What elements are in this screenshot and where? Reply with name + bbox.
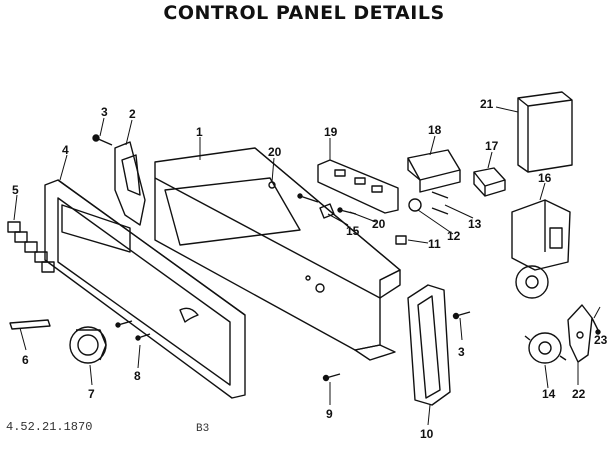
callout-21: 21 bbox=[480, 97, 494, 111]
part-screw-8 bbox=[115, 320, 151, 341]
callout-14: 14 bbox=[542, 387, 556, 401]
part-bracket bbox=[114, 141, 146, 226]
leader-lines bbox=[13, 106, 601, 426]
part-end-cap bbox=[407, 284, 451, 406]
callout-3-upper: 3 bbox=[101, 105, 108, 119]
part-screw-lower bbox=[452, 311, 471, 320]
part-small-lever bbox=[297, 193, 335, 219]
callout-1: 1 bbox=[196, 125, 203, 139]
part-timer-cover bbox=[517, 91, 573, 173]
callout-4: 4 bbox=[62, 143, 69, 157]
callout-2: 2 bbox=[129, 107, 136, 121]
callout-13: 13 bbox=[468, 217, 482, 231]
callout-7: 7 bbox=[88, 387, 95, 401]
callout-10: 10 bbox=[420, 427, 434, 441]
callout-3-lower: 3 bbox=[458, 345, 465, 359]
callout-22: 22 bbox=[572, 387, 586, 401]
part-push-buttons bbox=[7, 221, 55, 273]
part-motor bbox=[524, 332, 567, 364]
callout-23: 23 bbox=[594, 333, 608, 347]
part-clip bbox=[395, 235, 407, 245]
page-code: B3 bbox=[196, 423, 210, 435]
callout-12: 12 bbox=[447, 229, 461, 243]
part-screw-9 bbox=[322, 373, 341, 382]
callout-15: 15 bbox=[346, 224, 360, 238]
part-main-panel bbox=[154, 147, 401, 361]
callout-8: 8 bbox=[134, 369, 141, 383]
callout-5: 5 bbox=[12, 183, 19, 197]
callout-16: 16 bbox=[538, 171, 552, 185]
callout-9: 9 bbox=[326, 407, 333, 421]
part-small-screw-13 bbox=[431, 191, 449, 215]
callout-17: 17 bbox=[485, 139, 499, 153]
part-screw-upper bbox=[92, 134, 113, 146]
part-screw-23 bbox=[591, 317, 601, 335]
callout-11: 11 bbox=[428, 237, 441, 251]
callout-19: 19 bbox=[324, 125, 338, 139]
callout-6: 6 bbox=[22, 353, 29, 367]
callout-20-upper: 20 bbox=[268, 145, 282, 159]
part-rotary-knob bbox=[69, 326, 107, 364]
part-front-panel bbox=[44, 179, 246, 399]
document-number: 4.52.21.1870 bbox=[6, 420, 93, 434]
part-small-switch bbox=[473, 167, 506, 197]
callout-labels: 1 2 3 3 4 5 6 7 8 9 10 11 12 13 14 15 16… bbox=[12, 97, 608, 441]
part-wire-lead bbox=[9, 319, 51, 330]
part-cam-bracket bbox=[567, 304, 593, 363]
callout-20-lower: 20 bbox=[372, 217, 386, 231]
part-switch bbox=[407, 149, 461, 193]
part-timer bbox=[511, 199, 571, 299]
part-small-knob bbox=[408, 198, 422, 212]
callout-18: 18 bbox=[428, 123, 442, 137]
diagram-title: CONTROL PANEL DETAILS bbox=[163, 2, 445, 24]
